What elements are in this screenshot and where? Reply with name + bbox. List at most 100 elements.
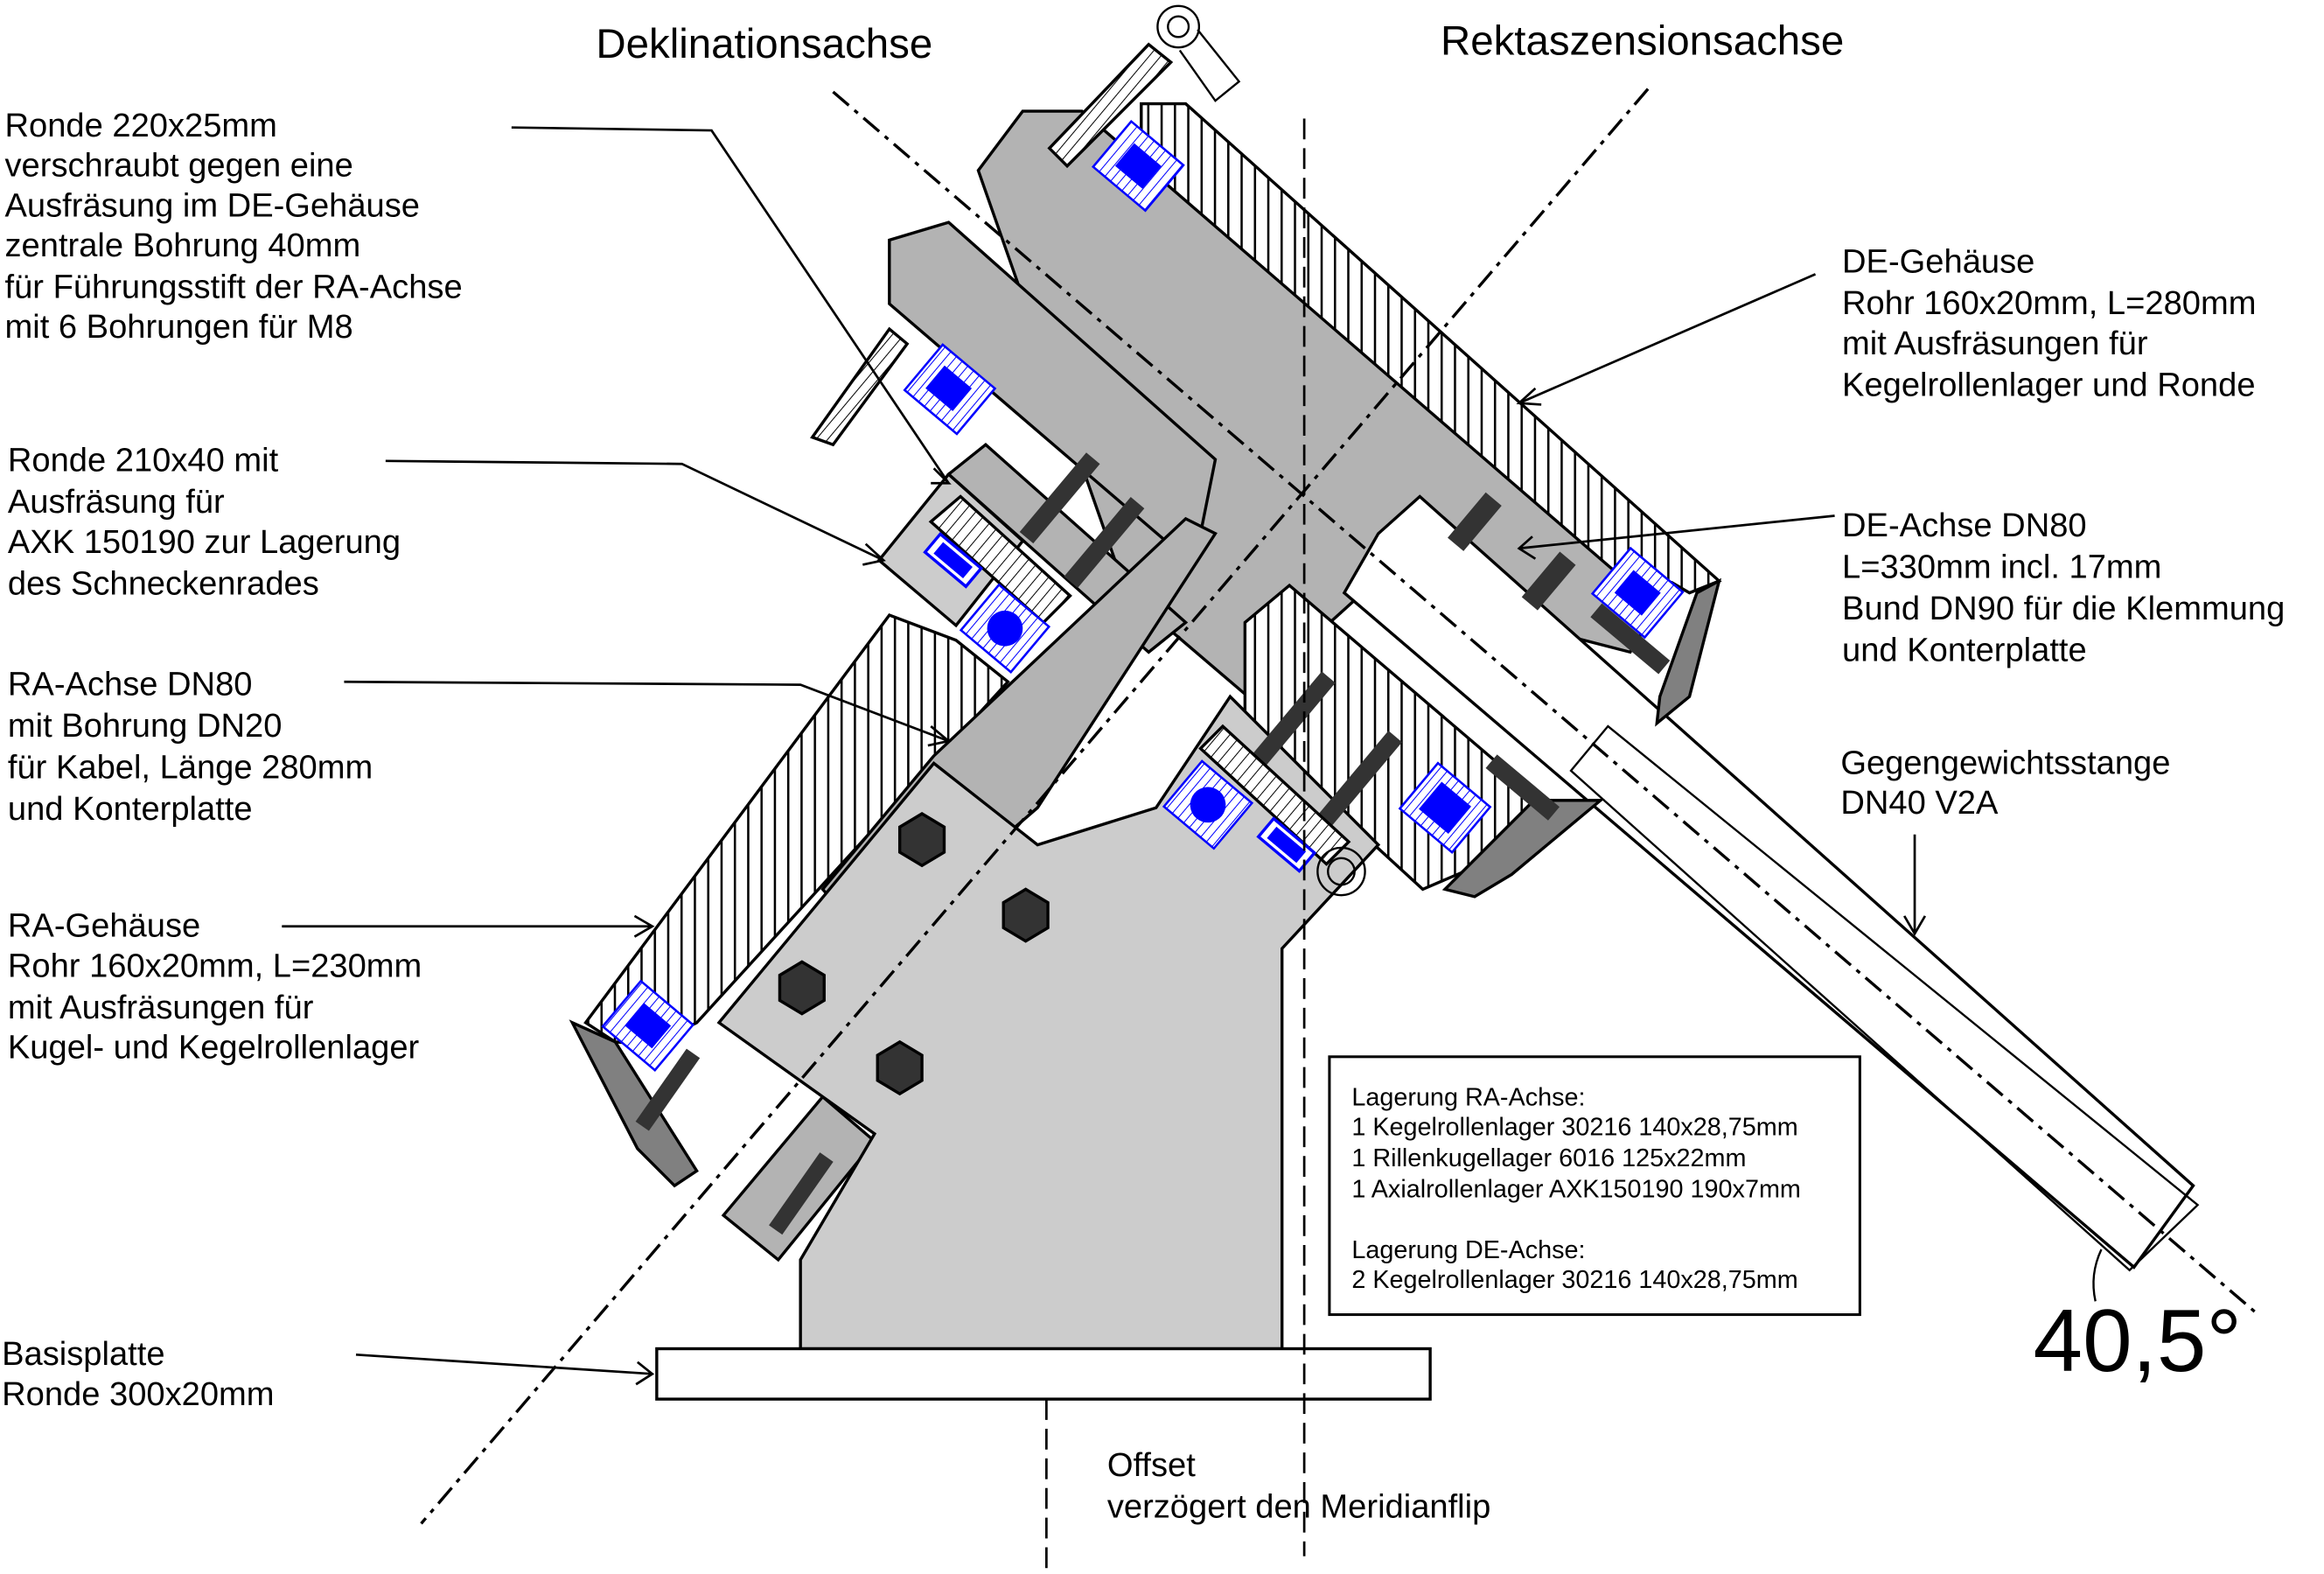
label-basisplatte: Basisplatte Ronde 300x20mm: [2, 1336, 274, 1413]
label-ra-gehaeuse: RA-Gehäuse Rohr 160x20mm, L=230mm mit Au…: [8, 908, 422, 1067]
mount-block-body: [716, 694, 1381, 1351]
leader-ra-achse-arrow: [927, 725, 952, 747]
label-line: Basisplatte: [2, 1336, 164, 1373]
mount-block: [716, 694, 1381, 1351]
leader-lines: [282, 126, 1927, 1386]
label-line: mit Bohrung DN20: [8, 708, 283, 745]
hex-bolt-3: [778, 960, 826, 1016]
bearing-ra-ball-2: [1162, 759, 1254, 850]
ronde-220-bolt: [810, 326, 910, 447]
ronde-220-plate: [810, 4, 1241, 550]
de-clamp-screw-1: [1590, 603, 1671, 675]
bearing-table-heading-de: Lagerung DE-Achse:: [1351, 1236, 1585, 1264]
top-clamp-eye: [1156, 4, 1201, 49]
de-axis-screw-2: [1521, 551, 1576, 611]
label-line: Ausfräsung im DE-Gehäuse: [5, 187, 420, 224]
label-line: und Konterplatte: [8, 791, 253, 828]
label-line: des Schneckenrades: [8, 565, 319, 602]
bearing-table-item: 1 Kegelrollenlager 30216 140x28,75mm: [1351, 1114, 1797, 1142]
ra-worm-eye: [1316, 846, 1366, 897]
label-de-gehaeuse: DE-Gehäuse Rohr 160x20mm, L=280mm mit Au…: [1842, 244, 2256, 404]
right-ascension-axis-line: [420, 87, 1650, 1525]
bearing-ra-lower: [601, 979, 695, 1073]
label-line: RA-Achse DN80: [8, 666, 253, 703]
label-line: Ausfräsung für: [8, 484, 225, 521]
label-line: für Kabel, Länge 280mm: [8, 749, 373, 786]
leader-de-achse: [1518, 514, 1835, 550]
base-plate: [655, 1347, 1432, 1401]
ra-screws: [635, 452, 1402, 1235]
ra-screw-6: [769, 1152, 834, 1235]
bearings: [601, 119, 1685, 1073]
bearing-de-lower: [1398, 761, 1492, 855]
label-line: Kugel- und Kegelrollenlager: [8, 1029, 420, 1066]
ra-screw-5: [635, 1048, 701, 1131]
label-line: L=330mm incl. 17mm: [1842, 549, 2161, 586]
leader-ra-achse: [344, 680, 950, 743]
bearing-table-box: [1328, 1055, 1861, 1317]
leader-de-gehaeuse-arrow: [1516, 387, 1542, 406]
worm-wheel: [928, 494, 1072, 625]
label-line: und Konterplatte: [1842, 633, 2087, 669]
label-line: Offset: [1107, 1447, 1196, 1484]
label-gegengewicht: Gegengewichtsstange DN40 V2A: [1840, 745, 2170, 822]
leader-basisplatte: [355, 1353, 653, 1375]
bearing-table-item: 2 Kegelrollenlager 30216 140x28,75mm: [1351, 1266, 1797, 1294]
label-line: verschraubt gegen eine: [5, 148, 353, 185]
bearing-table: Lagerung RA-Achse: 1 Kegelrollenlager 30…: [1351, 1084, 1801, 1294]
label-line: Ronde 300x20mm: [2, 1376, 274, 1413]
label-ronde-210: Ronde 210x40 mit Ausfräsung für AXK 1501…: [8, 443, 401, 603]
hex-bolt-2: [1001, 887, 1050, 943]
bearing-de-inner: [903, 343, 997, 436]
label-line: Rohr 160x20mm, L=230mm: [8, 948, 422, 984]
angle-arc: [2092, 1249, 2103, 1302]
leader-ronde-220: [511, 126, 950, 484]
top-clamp-lever: [1178, 29, 1241, 102]
label-ronde-220: Ronde 220x25mm verschraubt gegen eine Au…: [5, 108, 463, 346]
angle-label: 40,5°: [2034, 1291, 2242, 1390]
bearing-table-item: 1 Axialrollenlager AXK150190 190x7mm: [1351, 1176, 1801, 1204]
bearing-ra-axial-2: [1256, 816, 1317, 873]
label-line: Ronde 210x40 mit: [8, 443, 279, 479]
label-line: Ronde 220x25mm: [5, 108, 277, 144]
bearing-table-heading-ra: Lagerung RA-Achse:: [1351, 1084, 1585, 1112]
label-line: für Führungsstift der RA-Achse: [5, 269, 463, 305]
bearing-de-top: [1091, 119, 1185, 213]
axes: [420, 87, 2261, 1574]
label-offset: Offset verzögert den Meridianflip: [1107, 1447, 1490, 1525]
de-end-clamp: [1441, 492, 1722, 899]
de-housing: [976, 101, 2195, 1270]
label-line: RA-Gehäuse: [8, 908, 200, 945]
label-line: AXK 150190 zur Lagerung: [8, 524, 401, 561]
leader-de-achse-arrow: [1517, 535, 1537, 560]
label-ra-achse: RA-Achse DN80 mit Bohrung DN20 für Kabel…: [8, 666, 373, 827]
label-de-achse: DE-Achse DN80 L=330mm incl. 17mm Bund DN…: [1842, 507, 2285, 668]
leader-ronde-210: [385, 459, 884, 562]
label-line: Rohr 160x20mm, L=280mm: [1842, 285, 2256, 322]
ra-housing-endcap: [569, 1019, 699, 1188]
de-endcap-lower: [1441, 799, 1605, 899]
label-line: mit Ausfräsungen für: [1842, 325, 2148, 362]
label-line: zentrale Bohrung 40mm: [5, 227, 361, 264]
de-axis-bore: [1342, 494, 2195, 1270]
counterweight-shaft: [1569, 724, 2200, 1272]
title-declination-axis: Deklinationsachse: [596, 21, 932, 67]
label-line: Gegengewichtsstange: [1840, 745, 2170, 781]
bearing-ra-axial: [923, 531, 984, 589]
label-line: DE-Gehäuse: [1842, 244, 2034, 281]
declination-axis-line: [832, 90, 2261, 1318]
counterweight-rod: [1569, 724, 2200, 1272]
hex-bolt-4: [876, 1039, 924, 1096]
leader-ronde-220-arrow: [931, 467, 952, 485]
leader-gegengewicht-arrow: [1903, 915, 1927, 936]
label-line: DE-Achse DN80: [1842, 507, 2087, 544]
label-line: DN40 V2A: [1840, 785, 1999, 822]
leader-ra-gehaeuse-arrow: [633, 914, 655, 938]
label-line: Bund DN90 für die Klemmung: [1842, 591, 2285, 627]
hex-bolt-1: [897, 812, 946, 868]
title-right-ascension-axis: Rektaszensionsachse: [1441, 18, 1844, 65]
label-line: mit Ausfräsungen für: [8, 990, 314, 1026]
bearing-de-outer: [1590, 546, 1685, 640]
ra-worm-bolt: [1198, 724, 1351, 866]
